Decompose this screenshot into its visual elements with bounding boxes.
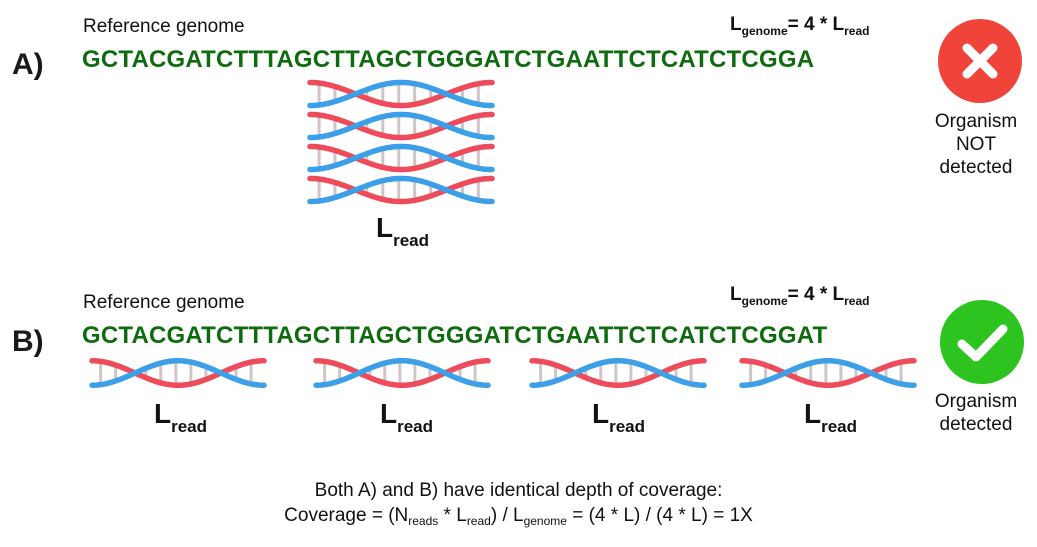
panel-a-read-length-label: Lread bbox=[376, 212, 430, 250]
panel-b-read-length-label-1: Lread bbox=[154, 398, 208, 436]
strand-red bbox=[529, 358, 707, 388]
panel-a-reference-label: Reference genome bbox=[83, 16, 245, 37]
panel-a-status-text: Organism NOT detected bbox=[934, 111, 1018, 178]
stacked-read-3 bbox=[307, 143, 495, 173]
strand-red bbox=[307, 111, 495, 141]
panel-b-reference-sequence: GCTACGATCTTTAGCTTAGCTGGGATCTGAATTCTCATCT… bbox=[82, 322, 828, 349]
strand-blue bbox=[529, 358, 707, 388]
stacked-read-1 bbox=[307, 79, 495, 109]
strand-blue bbox=[307, 143, 495, 173]
panel-b-tiled-read-3 bbox=[529, 358, 707, 388]
coverage-caption: Both A) and B) have identical depth of c… bbox=[0, 478, 1037, 534]
strand-blue bbox=[739, 358, 917, 388]
panel-b-label: B) bbox=[12, 325, 44, 358]
strand-blue bbox=[307, 175, 495, 205]
checkmark-icon bbox=[957, 324, 1008, 362]
strand-blue bbox=[307, 79, 495, 109]
stacked-read-4 bbox=[307, 175, 495, 205]
panel-b-tiled-read-2 bbox=[313, 358, 491, 388]
panel-a-reference-sequence: GCTACGATCTTTAGCTTAGCTGGGATCTGAATTCTCATCT… bbox=[82, 46, 815, 73]
tiled-read-helix bbox=[89, 358, 267, 388]
caption-line-2: Coverage = (Nreads * Lread) / Lgenome = … bbox=[284, 505, 753, 528]
close-icon bbox=[962, 43, 998, 79]
panel-b-tiled-read-1 bbox=[89, 358, 267, 388]
stacked-read-2 bbox=[307, 111, 495, 141]
panel-a-label: A) bbox=[12, 48, 44, 81]
panel-b-genome-formula: Lgenome= 4 * Lread bbox=[730, 284, 870, 308]
panel-b-status-text: Organism detected bbox=[934, 391, 1018, 435]
panel-b-read-length-label-2: Lread bbox=[380, 398, 434, 436]
strand-blue bbox=[307, 111, 495, 141]
panel-a-stacked-reads bbox=[307, 79, 495, 205]
strand-red bbox=[307, 79, 495, 109]
tiled-read-helix bbox=[529, 358, 707, 388]
tiled-read-helix bbox=[739, 358, 917, 388]
strand-red bbox=[313, 358, 491, 388]
panel-a-genome-formula: Lgenome= 4 * Lread bbox=[730, 14, 870, 38]
strand-blue bbox=[89, 358, 267, 388]
panel-b-read-length-label-4: Lread bbox=[804, 398, 858, 436]
panel-b-status-circle bbox=[940, 300, 1024, 384]
tiled-read-helix bbox=[313, 358, 491, 388]
panel-b-reference-label: Reference genome bbox=[83, 292, 245, 313]
strand-red bbox=[307, 143, 495, 173]
strand-red bbox=[89, 358, 267, 388]
strand-blue bbox=[313, 358, 491, 388]
strand-red bbox=[307, 175, 495, 205]
strand-red bbox=[739, 358, 917, 388]
panel-b-tiled-read-4 bbox=[739, 358, 917, 388]
panel-b-read-length-label-3: Lread bbox=[592, 398, 646, 436]
caption-line-1: Both A) and B) have identical depth of c… bbox=[314, 480, 723, 501]
panel-a-status-circle bbox=[938, 19, 1022, 103]
